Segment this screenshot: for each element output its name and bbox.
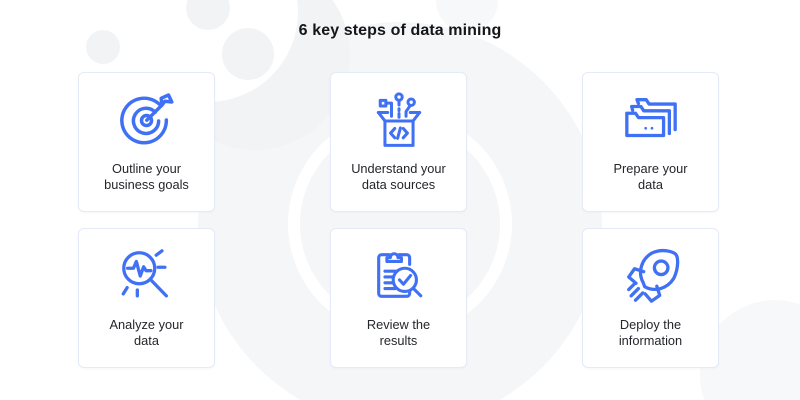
step-card-outline-business-goals[interactable]: Outline your business goals bbox=[78, 72, 215, 212]
page-title: 6 key steps of data mining bbox=[298, 22, 502, 39]
step-card-prepare-data[interactable]: Prepare your data bbox=[582, 72, 719, 212]
rocket-launch-icon bbox=[612, 243, 690, 309]
step-card-deploy-information[interactable]: Deploy the information bbox=[582, 228, 719, 368]
step-card-analyze-data[interactable]: Analyze your data bbox=[78, 228, 215, 368]
step-card-label: Deploy the information bbox=[618, 317, 683, 348]
step-card-label: Prepare your data bbox=[613, 161, 688, 192]
code-box-circuit-icon bbox=[360, 87, 438, 153]
folders-stack-icon bbox=[612, 87, 690, 153]
step-card-label: Understand your data sources bbox=[351, 161, 446, 192]
step-card-understand-data-sources[interactable]: Understand your data sources bbox=[330, 72, 467, 212]
step-card-review-results[interactable]: Review the results bbox=[330, 228, 467, 368]
step-card-label: Outline your business goals bbox=[104, 161, 189, 192]
clipboard-check-magnifier-icon bbox=[360, 243, 438, 309]
steps-grid: Outline your business goals bbox=[78, 72, 719, 368]
step-card-label: Review the results bbox=[366, 317, 431, 348]
magnifier-pulse-icon bbox=[108, 243, 186, 309]
step-card-label: Analyze your data bbox=[109, 317, 184, 348]
target-dart-icon bbox=[108, 87, 186, 153]
